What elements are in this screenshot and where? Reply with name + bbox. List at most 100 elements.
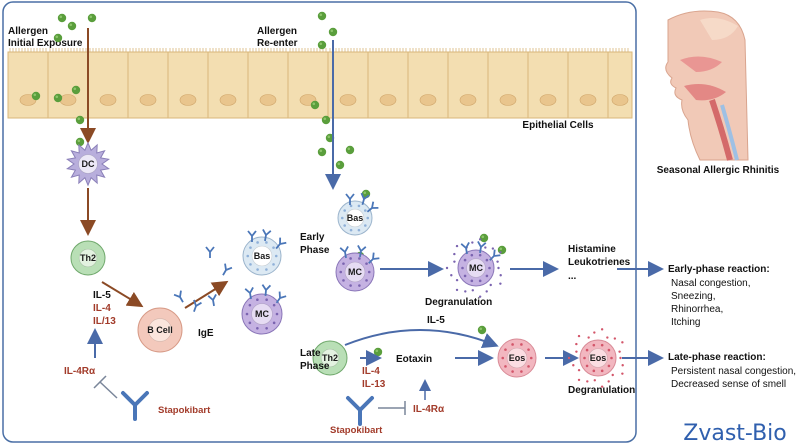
allergen-particle-shine bbox=[375, 349, 379, 353]
epithelial-nucleus bbox=[139, 94, 157, 106]
cell-granule bbox=[592, 369, 596, 373]
early-reaction-items: Nasal congestion, Sneezing, Rhinorrhea, … bbox=[671, 278, 753, 328]
mast-cell-left-label: MC bbox=[255, 309, 269, 319]
antibody-arm bbox=[360, 192, 370, 206]
epithelial-nucleus bbox=[259, 94, 277, 106]
allergen-particle-shine bbox=[499, 247, 503, 251]
allergen-particle-body bbox=[53, 33, 63, 43]
cell-granule bbox=[592, 343, 596, 347]
il5-late-label: IL-5 bbox=[427, 315, 445, 326]
cell-granule bbox=[342, 262, 345, 265]
epithelial-cell bbox=[7, 51, 49, 119]
cell-granule bbox=[248, 303, 252, 307]
allergen-particle-body bbox=[87, 13, 97, 23]
antibody-arm bbox=[275, 291, 287, 304]
ige-antibody bbox=[262, 228, 272, 242]
allergen-particle bbox=[87, 13, 97, 23]
cell-granule bbox=[600, 343, 604, 347]
cell-granule bbox=[340, 216, 344, 220]
b-cell-label: B Cell bbox=[147, 325, 173, 335]
cell-granule bbox=[245, 312, 249, 316]
antibody-arm bbox=[357, 244, 367, 258]
antibody-arm bbox=[368, 252, 380, 264]
released-granule bbox=[471, 289, 474, 292]
free-ige-antibody bbox=[173, 290, 184, 303]
cell-granule bbox=[249, 263, 252, 266]
cell-granule bbox=[256, 241, 259, 244]
released-granule bbox=[586, 380, 589, 383]
released-granule bbox=[593, 331, 596, 334]
released-granule bbox=[577, 368, 581, 372]
ige-antibody bbox=[360, 192, 370, 206]
released-granule bbox=[455, 288, 459, 292]
allergen-particle-body bbox=[345, 145, 355, 155]
released-granule bbox=[607, 380, 610, 383]
epithelial-nucleus bbox=[539, 94, 557, 106]
cell-granule bbox=[343, 209, 346, 212]
allergen-particle-shine bbox=[69, 23, 73, 27]
basophil-early-label: Bas bbox=[347, 213, 364, 223]
released-granule bbox=[478, 295, 482, 298]
cell-granule bbox=[585, 364, 589, 368]
ige-antibody bbox=[339, 245, 349, 259]
epithelial-layer bbox=[7, 48, 633, 119]
early-phase-label: Early Phase bbox=[300, 232, 330, 256]
allergen-particle-shine bbox=[481, 235, 485, 239]
epithelial-nucleus bbox=[459, 94, 477, 106]
epithelial-cell bbox=[127, 51, 169, 119]
allergen-particle-shine bbox=[327, 135, 331, 139]
cell-granule bbox=[470, 253, 474, 257]
cell-granule bbox=[504, 348, 507, 351]
cell-granule bbox=[585, 348, 589, 352]
free-ige-antibody bbox=[222, 263, 233, 276]
cell-granule bbox=[272, 263, 275, 266]
cell-granule bbox=[349, 284, 352, 287]
arrow-bcell-to-ige bbox=[184, 280, 229, 309]
epithelial-nucleus bbox=[179, 94, 197, 106]
cell-granule bbox=[275, 312, 279, 316]
allergen-particle bbox=[335, 160, 345, 170]
ige-antibody bbox=[357, 244, 367, 258]
released-granule bbox=[600, 328, 604, 331]
cell-granule bbox=[272, 303, 276, 307]
mast-cell-degranulating: MC bbox=[445, 238, 502, 298]
released-granule bbox=[484, 246, 487, 249]
il4ra-late-label: IL-4Rα bbox=[413, 404, 445, 415]
epithelial-cell bbox=[487, 51, 529, 119]
inhibit-left bbox=[93, 375, 118, 399]
allergen-particle-shine bbox=[319, 13, 323, 17]
allergen-particle-shine bbox=[89, 15, 93, 19]
allergen-particle-body bbox=[31, 91, 41, 101]
allergen-particle-shine bbox=[363, 191, 367, 195]
allergen-particle bbox=[317, 40, 327, 50]
eosinophil: Eos bbox=[497, 338, 537, 378]
basophil-early: Bas bbox=[337, 192, 379, 236]
cell-granule bbox=[366, 216, 370, 220]
cell-granule bbox=[600, 369, 604, 373]
ige-antibody bbox=[368, 252, 380, 264]
cell-granule bbox=[520, 343, 523, 346]
cell-granule bbox=[367, 270, 371, 274]
allergen-initial-label: Allergen Initial Exposure bbox=[8, 26, 83, 49]
cell-granule bbox=[610, 356, 613, 360]
cell-nucleus bbox=[588, 348, 608, 368]
released-granule bbox=[618, 350, 621, 353]
stapokibart-antibody-late bbox=[346, 396, 374, 426]
cell-granule bbox=[488, 266, 491, 270]
allergen-particle-body bbox=[477, 325, 487, 335]
antibody-arm bbox=[247, 230, 257, 242]
th2-cell-left-label: Th2 bbox=[80, 253, 96, 263]
allergen-particle bbox=[75, 137, 85, 147]
allergen-particle-shine bbox=[330, 29, 334, 33]
released-granule bbox=[577, 334, 581, 338]
antibody-arm bbox=[173, 290, 184, 303]
cell-granule bbox=[511, 343, 514, 346]
released-granule bbox=[491, 247, 495, 250]
cell-granule bbox=[256, 326, 259, 330]
allergen-particle-body bbox=[317, 11, 327, 21]
stapokibart-late-label: Stapokibart bbox=[330, 425, 383, 436]
degranulation-late-label: Degranulation bbox=[568, 385, 635, 396]
allergen-particle-shine bbox=[59, 15, 63, 19]
dc-cell-label: DC bbox=[82, 159, 95, 169]
ige-antibody bbox=[261, 284, 272, 297]
